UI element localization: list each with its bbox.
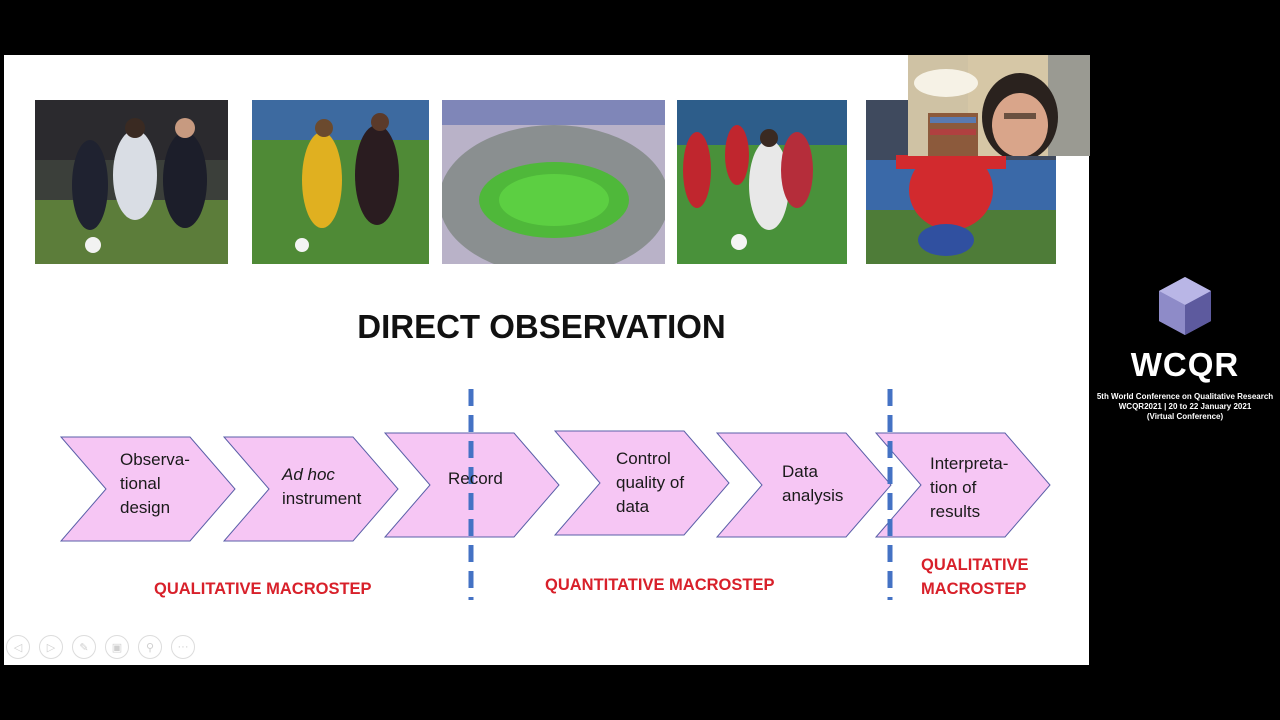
photo-football-players-3 [677,100,847,264]
step-arrow-4 [553,430,730,536]
slides-grid-icon[interactable]: ▣ [105,635,129,659]
photo-stadium [442,100,665,264]
photo-football-players-2 [252,100,429,264]
process-diagram [59,389,1051,600]
wcqr-logo-text: WCQR [1130,346,1240,383]
step-label-ad-hoc: Ad hoc [282,465,335,484]
previous-slide-icon[interactable]: ◁ [6,635,30,659]
step-label-observational-design: Observa- tional design [120,450,190,517]
speaker-webcam-video [908,55,1090,156]
pen-icon[interactable]: ✎ [72,635,96,659]
step-arrow-1 [59,436,236,542]
photo-football-players-1 [35,100,228,264]
more-options-icon[interactable]: ··· [171,635,195,659]
step-arrow-3 [383,432,560,538]
step-arrow-6 [874,432,1051,538]
step-arrow-2 [222,436,399,542]
macrostep-qualitative-left: QUALITATIVE MACROSTEP [154,580,372,598]
step-arrow-5 [715,432,892,538]
presentation-slide: DIRECT OBSERVATION Observa- tional desig… [4,55,1089,665]
macrostep-quantitative: QUANTITATIVE MACROSTEP [545,576,775,594]
step-label-record: Record [448,469,503,488]
macrostep-qualitative-right: QUALITATIVE MACROSTEP [921,556,1029,598]
step-label-instrument: instrument [282,489,362,508]
step-label-control-quality: Control quality of data [616,449,685,516]
zoom-icon[interactable]: ⚲ [138,635,162,659]
step-label-interpretation: Interpreta- tion of results [930,454,1009,521]
step-label-ad-hoc-instrument: Ad hoc instrument [282,463,361,511]
wcqr-branding: WCQR 5th World Conference on Qualitative… [1090,275,1280,422]
wcqr-cube-logo-icon [1159,277,1211,335]
slide-title: DIRECT OBSERVATION [357,308,726,345]
conference-subtitle: 5th World Conference on Qualitative Rese… [1096,392,1274,421]
next-slide-icon[interactable]: ▷ [39,635,63,659]
slideshow-toolbar: ◁ ▷ ✎ ▣ ⚲ ··· [6,635,195,659]
step-label-data-analysis: Data analysis [782,462,844,505]
